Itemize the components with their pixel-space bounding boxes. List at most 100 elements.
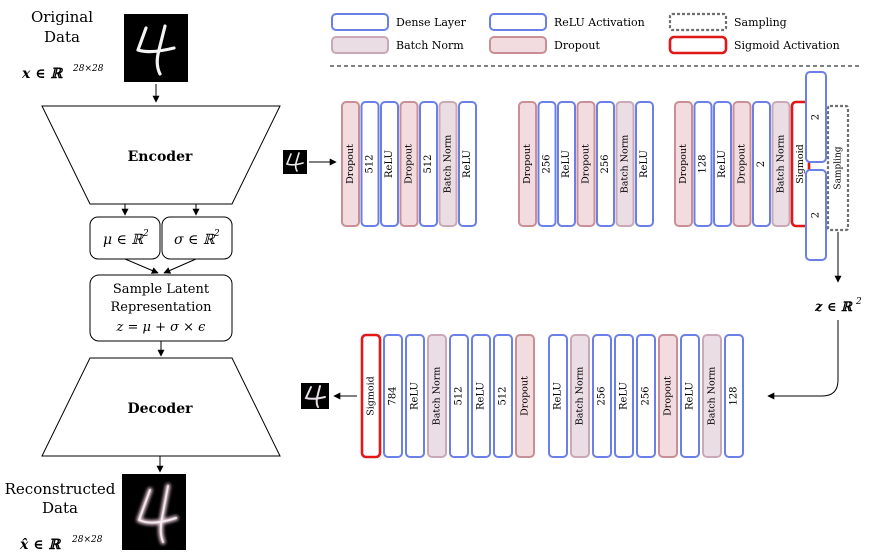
encoder-layer-14-dense bbox=[635, 101, 654, 227]
encoder-layer-12-label: 256 bbox=[600, 154, 611, 173]
sampling-box bbox=[826, 104, 850, 232]
reconstructed-title-line2: Data bbox=[42, 499, 78, 517]
legend-swatch-relu bbox=[489, 13, 547, 31]
encoder-layer-15-label: Dropout bbox=[678, 144, 689, 184]
decoder-layer-11-dense bbox=[592, 334, 612, 458]
arrow-mu-to-sample bbox=[124, 258, 159, 274]
sample-latent-equation: z = μ + σ × ϵ bbox=[116, 320, 207, 335]
decoder-output-digit bbox=[301, 383, 329, 409]
encoder-layer-16-label: 128 bbox=[698, 154, 709, 173]
decoder-layer-10-bn bbox=[570, 334, 590, 458]
z-domain-label: z ∈ ℝ 2 bbox=[814, 297, 862, 315]
encoder-layer-3-dense bbox=[380, 101, 399, 227]
decoder-layer-9-label: ReLU bbox=[553, 382, 564, 410]
encoder-layer-4-dropout bbox=[399, 101, 419, 227]
decoder-layer-2-label: 784 bbox=[388, 386, 399, 405]
encoder-layer-19-label: 2 bbox=[756, 161, 767, 167]
encoder-layer-19-dense bbox=[752, 101, 771, 227]
mu-label: μ ∈ ℝ 2 bbox=[103, 229, 149, 248]
legend-label-dropout: Dropout bbox=[554, 39, 600, 52]
encoder-layer-21-label: Sigmoid bbox=[795, 144, 806, 183]
reconstructed-title-line1: Reconstructed bbox=[5, 480, 116, 498]
decoder-layer-5-label: 512 bbox=[454, 386, 465, 405]
encoder-layer-9-dense bbox=[537, 101, 557, 227]
mu-math: μ ∈ ℝ bbox=[103, 232, 144, 248]
legend-swatch-sampling bbox=[668, 12, 728, 32]
decoder-layer-14-label: Dropout bbox=[663, 376, 674, 416]
original-digit-image bbox=[124, 14, 188, 82]
decoder-layer-7-dense bbox=[493, 334, 513, 458]
decoder-layer-2-dense bbox=[383, 334, 403, 458]
encoder-layer-20-label: Batch Norm bbox=[776, 135, 787, 194]
legend-swatch-bn bbox=[331, 36, 389, 54]
latent-bottom-dense bbox=[805, 169, 827, 261]
decoder-layer-12-label: ReLU bbox=[619, 382, 630, 410]
decoder-layer-7-label: 512 bbox=[498, 386, 509, 405]
decoder-layer-17-label: 128 bbox=[729, 386, 740, 405]
arrow-sigma-to-sample bbox=[163, 258, 197, 274]
latent-bottom-label: 2 bbox=[811, 212, 822, 218]
sigma-box bbox=[161, 216, 233, 260]
encoder-layer-12-dense bbox=[596, 101, 615, 227]
decoder-layer-10-label: Batch Norm bbox=[575, 367, 586, 426]
encoder-layer-17-dense bbox=[713, 101, 732, 227]
encoder-layer-10-dense bbox=[557, 101, 576, 227]
legend-label-bn: Batch Norm bbox=[396, 39, 464, 52]
z-domain-sup: 2 bbox=[855, 297, 862, 307]
decoder-layer-17-dense bbox=[724, 334, 744, 458]
decoder-layer-14-dropout bbox=[658, 334, 678, 458]
mu-sup: 2 bbox=[142, 229, 149, 239]
encoder-layer-7-dense bbox=[458, 101, 477, 227]
xhat-domain-sup: 28×28 bbox=[71, 535, 103, 545]
sample-latent-line1: Sample Latent bbox=[113, 282, 210, 297]
decoder-layer-12-dense bbox=[614, 334, 634, 458]
arrow-z-to-decoder bbox=[767, 320, 839, 400]
decoder-layer-16-bn bbox=[702, 334, 722, 458]
decoder-layer-11-label: 256 bbox=[597, 386, 608, 405]
decoder-layer-4-bn bbox=[427, 334, 447, 458]
encoder-layer-1-label: Dropout bbox=[345, 144, 356, 184]
xhat-domain-label: x̂ ∈ ℝ 28×28 bbox=[19, 535, 103, 553]
encoder-layer-13-bn bbox=[615, 101, 635, 227]
legend-swatch-dense bbox=[331, 13, 389, 31]
latent-block: 2 2 Sampling bbox=[805, 71, 850, 261]
decoder-layer-5-dense bbox=[449, 334, 469, 458]
decoder-layer-8-label: Dropout bbox=[520, 376, 531, 416]
encoder-layer-9-label: 256 bbox=[542, 154, 553, 173]
decoder-layer-13-label: 256 bbox=[641, 386, 652, 405]
encoder-layer-15-dropout bbox=[674, 101, 693, 227]
encoder-layer-5-label: 512 bbox=[423, 154, 434, 173]
original-data-title-line2: Data bbox=[44, 28, 80, 46]
decoder-layer-9-dense bbox=[548, 334, 568, 458]
sigma-math: σ ∈ ℝ bbox=[174, 232, 216, 248]
decoder-layer-6-dense bbox=[471, 334, 491, 458]
decoder-layer-3-label: ReLU bbox=[410, 382, 421, 410]
decoder-label: Decoder bbox=[128, 401, 194, 417]
decoder-layer-16-label: Batch Norm bbox=[707, 367, 718, 426]
encoder-input-digit bbox=[283, 150, 307, 174]
encoder-label: Encoder bbox=[128, 149, 193, 165]
encoder-layer-11-label: Dropout bbox=[581, 144, 592, 184]
x-domain-label: x ∈ ℝ 28×28 bbox=[21, 64, 104, 82]
legend-label-sampling: Sampling bbox=[734, 16, 787, 29]
encoder-layer-17-label: ReLU bbox=[717, 150, 728, 178]
encoder-layer-2-dense bbox=[360, 101, 380, 227]
encoder-layer-5-dense bbox=[419, 101, 438, 227]
encoder-layer-20-bn bbox=[771, 101, 791, 227]
decoder-layer-13-dense bbox=[636, 334, 656, 458]
xhat-domain-math: x̂ ∈ ℝ bbox=[19, 537, 61, 553]
encoder-layer-18-dropout bbox=[732, 101, 752, 227]
legend-swatch-sigmoid bbox=[668, 35, 728, 55]
encoder-layer-6-bn bbox=[438, 101, 458, 227]
encoder-trapezoid bbox=[41, 105, 281, 205]
encoder-layer-4-label: Dropout bbox=[404, 144, 415, 184]
sample-latent-line2: Representation bbox=[110, 300, 212, 315]
encoder-layer-8-label: Dropout bbox=[522, 144, 533, 184]
z-domain-math: z ∈ ℝ bbox=[814, 300, 853, 315]
encoder-layer-8-dropout bbox=[518, 101, 537, 227]
decoder-layer-1-sigmoid bbox=[360, 333, 382, 459]
encoder-layer-13-label: Batch Norm bbox=[620, 135, 631, 194]
reconstructed-digit-image bbox=[122, 474, 186, 550]
latent-top-label: 2 bbox=[811, 114, 822, 120]
